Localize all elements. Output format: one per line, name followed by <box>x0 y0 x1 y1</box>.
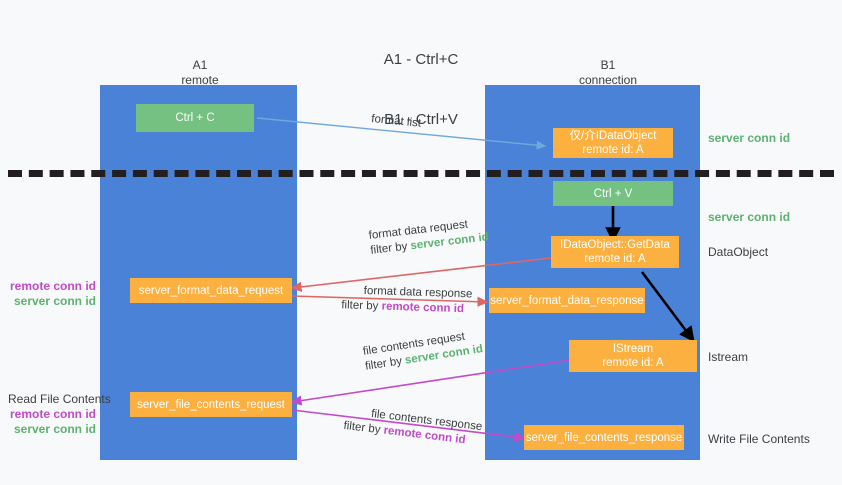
note-read-file-contents-heading: Read File Contents <box>8 392 111 406</box>
node-ctrl-c[interactable]: Ctrl + C <box>136 104 254 132</box>
note-server-conn-id-2: server conn id <box>708 210 791 224</box>
node-server-file-contents-response[interactable]: server_file_contents_response <box>524 425 684 450</box>
column-header-a1-name: A1 <box>192 58 208 72</box>
note-dataobject: DataObject <box>708 245 769 259</box>
filter-by-text-2: filter by <box>341 299 382 313</box>
node-idataobject[interactable]: 仅/介IDataObject remote id: A <box>553 128 673 158</box>
edge-label-format-data-response: format data response filter by remote co… <box>341 284 473 317</box>
node-server-file-contents-request[interactable]: server_file_contents_request <box>130 392 292 417</box>
remote-conn-id-key-1: remote conn id <box>381 300 465 316</box>
note-server-conn-id-3: server conn id <box>13 294 96 308</box>
edge-label-format-data-response-line2: filter by remote conn id <box>341 298 472 317</box>
note-istream: Istream <box>708 350 749 364</box>
node-server-file-contents-request-label: server_file_contents_request <box>137 398 285 411</box>
edge-label-format-data-request: format data request filter by server con… <box>368 215 490 258</box>
node-getdata-label-1: IDataObject::GetData <box>560 239 670 251</box>
note-server-conn-id-4: server conn id <box>13 422 96 436</box>
note-write-file-contents: Write File Contents <box>708 432 810 446</box>
note-group-conn-ids-1: remote conn id server conn id <box>8 279 96 309</box>
column-header-b1-sub: connection <box>578 73 638 87</box>
note-remote-conn-id-2: remote conn id <box>9 407 96 421</box>
node-idataobject-label-1: 仅/介IDataObject <box>569 130 657 142</box>
node-istream-label-2: remote id: A <box>602 357 664 369</box>
node-server-format-data-request-label: server_format_data_request <box>138 284 284 297</box>
note-server-conn-id-1: server conn id <box>708 131 791 145</box>
node-ctrl-v-label: Ctrl + V <box>593 187 633 200</box>
node-getdata-label-2: remote id: A <box>584 253 646 265</box>
filter-by-text-4: filter by <box>342 419 385 437</box>
node-server-format-data-response-label: server_format_data_response <box>490 294 644 307</box>
node-istream[interactable]: IStream remote id: A <box>569 340 697 372</box>
node-getdata[interactable]: IDataObject::GetData remote id: A <box>551 236 679 268</box>
node-server-file-contents-response-label: server_file_contents_response <box>525 431 683 444</box>
node-server-format-data-response[interactable]: server_format_data_response <box>489 288 645 313</box>
edge-label-file-contents-request: file contents request filter by server c… <box>362 327 484 374</box>
column-header-b1: B1 connection <box>528 58 688 88</box>
column-header-a1-sub: remote <box>181 73 219 87</box>
column-header-a1: A1 remote <box>120 58 280 88</box>
phase-divider <box>8 170 834 177</box>
column-header-b1-name: B1 <box>600 58 616 72</box>
title-line-1: A1 - Ctrl+C <box>383 51 459 68</box>
node-server-format-data-request[interactable]: server_format_data_request <box>130 278 292 303</box>
node-ctrl-v[interactable]: Ctrl + V <box>553 181 673 206</box>
note-group-read-file-contents: Read File Contents remote conn id server… <box>8 392 128 437</box>
filter-by-text: filter by <box>369 240 412 257</box>
note-remote-conn-id-1: remote conn id <box>9 279 96 293</box>
node-ctrl-c-label: Ctrl + C <box>175 112 215 124</box>
edge-label-file-contents-response: file contents response filter by remote … <box>343 407 483 450</box>
node-istream-label-1: IStream <box>612 343 654 355</box>
node-idataobject-label-2: remote id: A <box>582 144 644 156</box>
